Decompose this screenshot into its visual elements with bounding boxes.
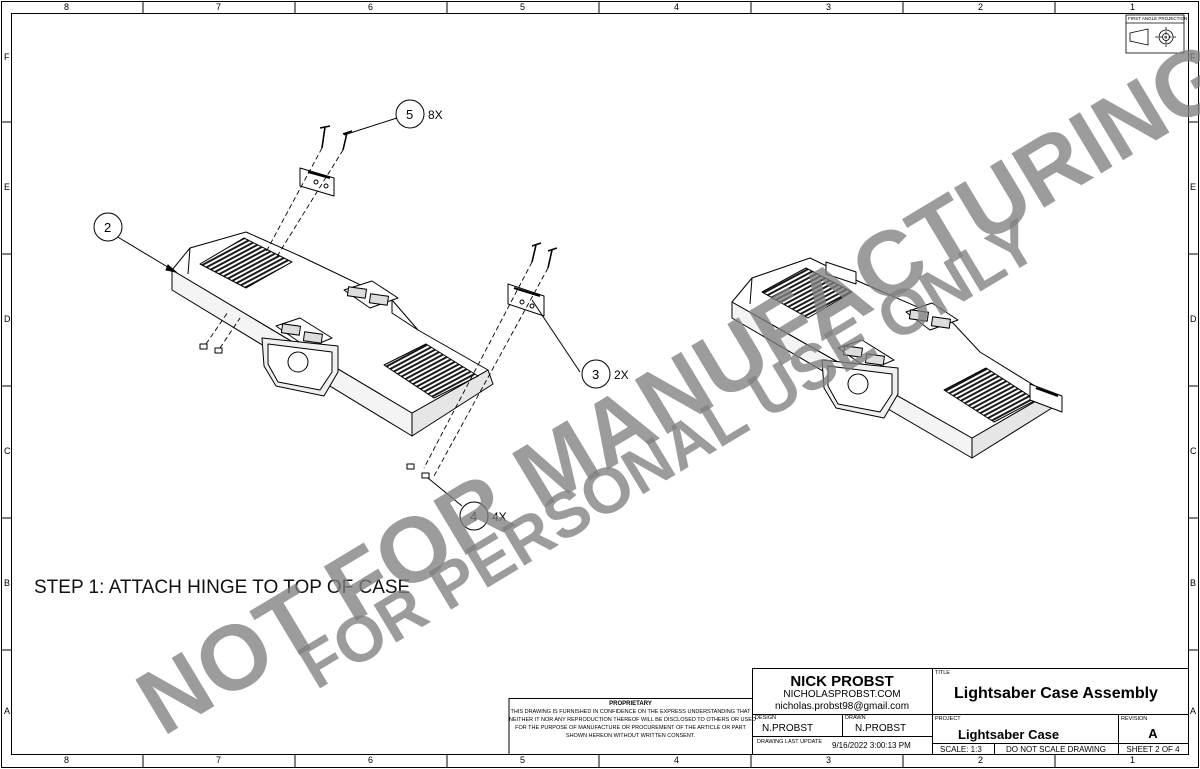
balloon-3-qty: 2X: [614, 368, 629, 382]
zone-col-8-top: 8: [64, 2, 70, 12]
last-update-label: DRAWING LAST UPDATE: [757, 739, 822, 745]
scale-text: SCALE: 1:3: [940, 745, 982, 754]
zone-col-7-top: 7: [216, 2, 222, 12]
zone-row-a-left: A: [4, 706, 11, 716]
balloon-leaders: [115, 116, 581, 507]
proprietary-text-4: SHOWN HEREON WITHOUT WRITTEN CONSENT.: [565, 733, 696, 739]
zone-col-4-bottom: 4: [674, 755, 680, 765]
zone-col-3-bottom: 3: [826, 755, 832, 765]
zone-col-1-bottom: 1: [1130, 755, 1136, 765]
design-value: N.PROBST: [762, 723, 814, 734]
company-email: nicholas.probst98@gmail.com: [774, 701, 910, 712]
company-website: NICHOLASPROBST.COM: [783, 689, 901, 700]
balloon-4-number: 4: [470, 509, 478, 524]
zone-col-3-top: 3: [826, 2, 832, 12]
title-block-frame: [508, 668, 1189, 755]
proprietary-heading: PROPRIETARY: [609, 701, 652, 707]
projection-label: FIRST ANGLE PROJECTION: [1128, 16, 1188, 21]
step-instruction: STEP 1: ATTACH HINGE TO TOP OF CASE: [34, 577, 411, 598]
zone-row-b-left: B: [4, 578, 11, 588]
drawing-title: Lightsaber Case Assembly: [954, 685, 1158, 702]
balloon-3-number: 3: [592, 367, 600, 382]
exploded-case-assembly: [171, 125, 558, 479]
zone-col-1-top: 1: [1130, 2, 1136, 12]
zone-col-4-top: 4: [674, 2, 680, 12]
zone-row-c-right: C: [1190, 446, 1197, 456]
drawn-value: N.PROBST: [855, 723, 907, 734]
zone-col-5-bottom: 5: [520, 755, 526, 765]
title-label: TITLE: [935, 670, 950, 676]
assembled-case-view: [731, 257, 1063, 459]
zone-row-e-right: E: [1190, 182, 1197, 192]
revision-label: REVISION: [1121, 716, 1148, 722]
proprietary-text-2: NEITHER IT NOR ANY REPRODUCTION THEREOF …: [509, 717, 756, 723]
proprietary-text-1: THIS DRAWING IS FURNISHED IN CONFIDENCE …: [510, 709, 751, 715]
drawn-label: DRAWN: [845, 715, 866, 721]
company-name: NICK PROBST: [790, 673, 894, 690]
zone-row-a-right: A: [1190, 706, 1197, 716]
zone-row-f-left: F: [4, 52, 10, 62]
design-label: DESIGN: [755, 715, 777, 721]
zone-col-8-bottom: 8: [64, 755, 70, 765]
sheet-number: SHEET 2 OF 4: [1126, 745, 1180, 754]
zone-row-f-right: F: [1190, 52, 1196, 62]
balloon-5-qty: 8X: [428, 108, 443, 122]
balloon-4-qty: 4X: [492, 510, 507, 524]
projection-symbol: [1125, 14, 1185, 54]
project-label: PROJECT: [935, 716, 961, 722]
zone-col-2-top: 2: [978, 2, 984, 12]
zone-col-6-top: 6: [368, 2, 374, 12]
last-update-value: 9/16/2022 3:00:13 PM: [832, 741, 911, 750]
zone-col-7-bottom: 7: [216, 755, 222, 765]
zone-row-c-left: C: [4, 446, 11, 456]
balloon-circles: [93, 99, 611, 531]
balloon-2-number: 2: [104, 220, 112, 235]
balloon-5-number: 5: [406, 107, 414, 122]
proprietary-text-3: FOR THE PURPOSE OF MANUFACTURE OR PROCUR…: [515, 725, 746, 731]
zone-row-b-right: B: [1190, 578, 1197, 588]
do-not-scale-text: DO NOT SCALE DRAWING: [1005, 745, 1106, 754]
zone-col-5-top: 5: [520, 2, 526, 12]
zone-col-2-bottom: 2: [978, 755, 984, 765]
revision-value: A: [1148, 726, 1158, 741]
zone-row-d-left: D: [4, 314, 11, 324]
zone-row-e-left: E: [4, 182, 11, 192]
zone-row-d-right: D: [1190, 314, 1197, 324]
project-name: Lightsaber Case: [958, 727, 1060, 742]
zone-col-6-bottom: 6: [368, 755, 374, 765]
